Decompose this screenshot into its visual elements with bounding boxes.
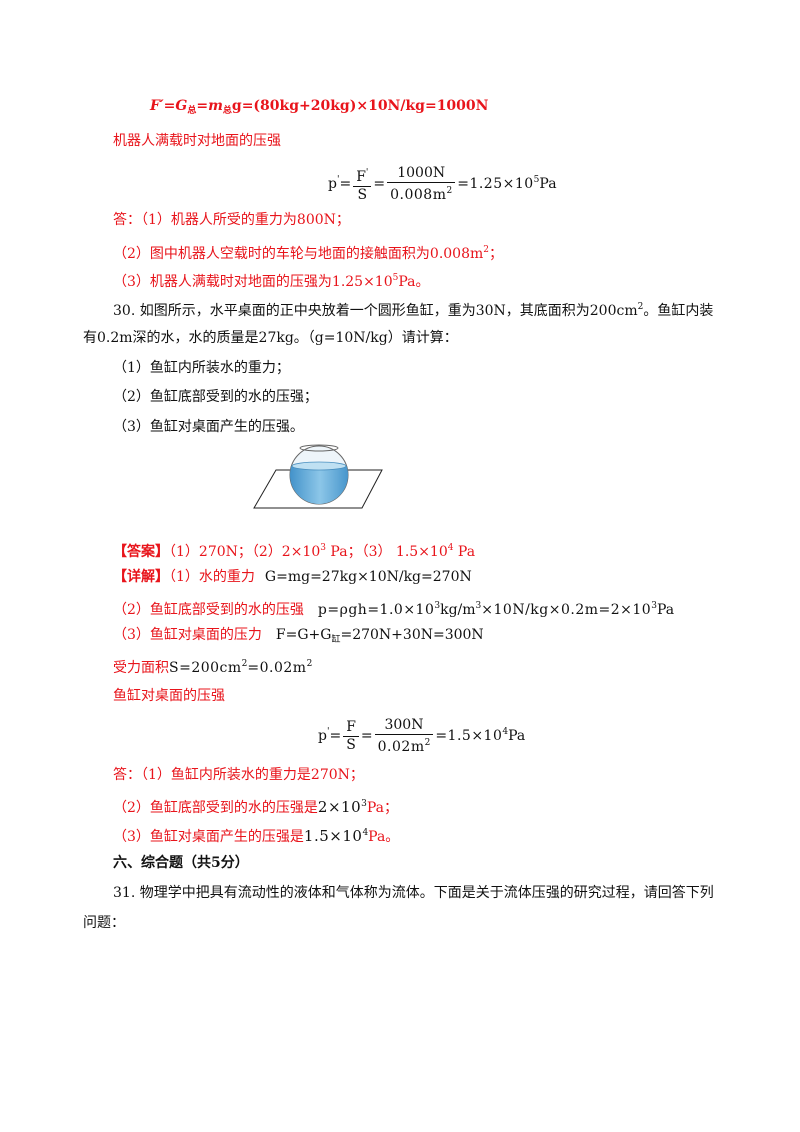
fishbowl-on-table-figure	[253, 444, 383, 509]
robot-answer-1: 答：（1）机器人所受的重力为800N；	[113, 212, 350, 228]
section-6-heading: 六、综合题（共5分）	[113, 855, 249, 871]
f-prime-line: F′=G总=m总g=(80kg+20kg)×10N/kg=1000N	[150, 98, 489, 116]
q30-final-3: （3）鱼缸对桌面产生的压强是1.5×104Pa。	[113, 827, 400, 845]
robot-answer-3: （3）机器人满载时对地面的压强为1.25×105Pa。	[113, 273, 430, 290]
q30-final-1: 答：（1）鱼缸内所装水的重力是270N；	[113, 767, 364, 783]
q31-line-2: 问题：	[83, 915, 125, 931]
water-surface	[291, 461, 347, 471]
q30-item-2: （2）鱼缸底部受到的水的压强；	[113, 389, 318, 405]
q30-answer: 【答案】（1）270N；（2）2×103 Pa；（3） 1.5×104 Pa	[113, 543, 476, 560]
q30-stem-line2: 有0.2m深的水，水的质量是27kg。（g=10N/kg）请计算：	[83, 330, 458, 346]
q30-stem-line1: 30. 如图所示，水平桌面的正中央放着一个圆形鱼缸，重为30N，其底面积为200…	[113, 302, 714, 319]
q30-item-3: （3）鱼缸对桌面产生的压强。	[113, 419, 304, 435]
fishbowl-rim	[299, 444, 339, 452]
full-load-pressure-label: 机器人满载时对地面的压强	[113, 133, 281, 149]
robot-answer-2: （2）图中机器人空载时的车轮与地面的接触面积为0.008m2；	[113, 245, 503, 262]
q30-final-2: （2）鱼缸底部受到的水的压强是2×103Pa；	[113, 798, 398, 816]
q30-item-1: （1）鱼缸内所装水的重力；	[113, 360, 290, 376]
area-line: 受力面积S=200cm2=0.02m2	[113, 659, 313, 676]
q31-line-1: 31. 物理学中把具有流动性的液体和气体称为流体。下面是关于流体压强的研究过程，…	[113, 885, 714, 901]
tank-pressure-label: 鱼缸对桌面的压强	[113, 688, 225, 704]
